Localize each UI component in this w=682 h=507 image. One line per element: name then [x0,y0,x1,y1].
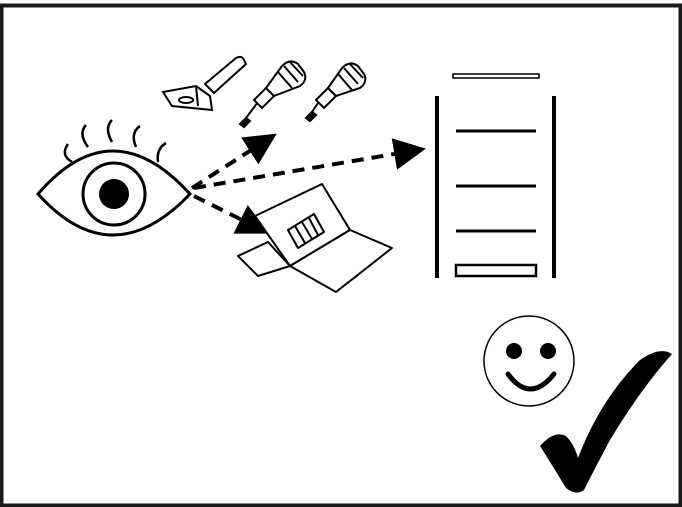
ladder-base-rung [454,263,538,278]
gaze-arrows [190,133,426,234]
screwdriver-icon [238,60,307,129]
ladder-icon [435,73,556,278]
gaze-arrow-to-ladder [193,138,426,190]
hammer-icon [161,55,248,112]
eyelashes [63,119,167,164]
eye-icon [35,119,193,237]
ladder-top [452,73,540,79]
gaze-arrow-to-tools [190,133,277,190]
eye-pupil [99,179,129,209]
checkmark-icon [540,351,672,493]
box-label [287,213,325,249]
open-box-icon [237,183,393,293]
smiley-face-icon [483,315,575,407]
gaze-arrow-to-box [193,194,270,234]
screwdriver-icon [304,62,367,123]
